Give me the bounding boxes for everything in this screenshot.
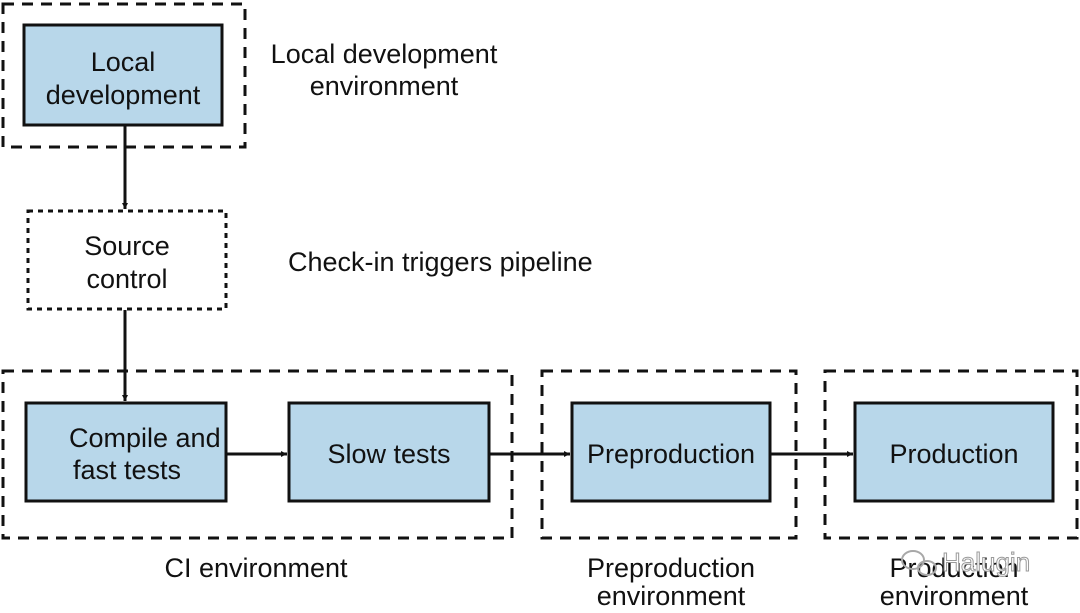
check-in-annotation: Check-in triggers pipeline xyxy=(288,247,593,277)
slow-tests-label: Slow tests xyxy=(327,439,450,469)
wechat-icon xyxy=(901,550,937,576)
source-control-label-line2: control xyxy=(86,264,167,294)
preproduction-environment-label-line1: Preproduction xyxy=(587,553,755,583)
watermark-text: Halugin xyxy=(942,547,1030,577)
preproduction-box xyxy=(570,401,772,503)
local-environment-label-line2: environment xyxy=(310,71,459,101)
local-development-box xyxy=(22,23,224,127)
preproduction-label: Preproduction xyxy=(587,439,755,469)
compile-fast-tests-box xyxy=(24,401,228,503)
production-environment-label-line2: environment xyxy=(880,581,1029,611)
compile-fast-tests-label-line1: Compile and xyxy=(69,423,221,453)
local-environment-label-line1: Local development xyxy=(271,39,498,69)
production-label: Production xyxy=(889,439,1018,469)
slow-tests-box xyxy=(287,401,491,503)
production-box xyxy=(853,401,1055,503)
local-development-label-line2: development xyxy=(46,80,201,110)
watermark: Halugin xyxy=(901,547,1031,578)
ci-environment-label: CI environment xyxy=(164,553,348,583)
preproduction-environment-label-line2: environment xyxy=(597,581,746,611)
source-control-box xyxy=(26,209,228,311)
compile-fast-tests-label-line2: fast tests xyxy=(73,455,181,485)
source-control-label-line1: Source xyxy=(84,231,170,261)
local-development-label-line1: Local xyxy=(91,47,156,77)
local-environment-box xyxy=(1,2,247,149)
